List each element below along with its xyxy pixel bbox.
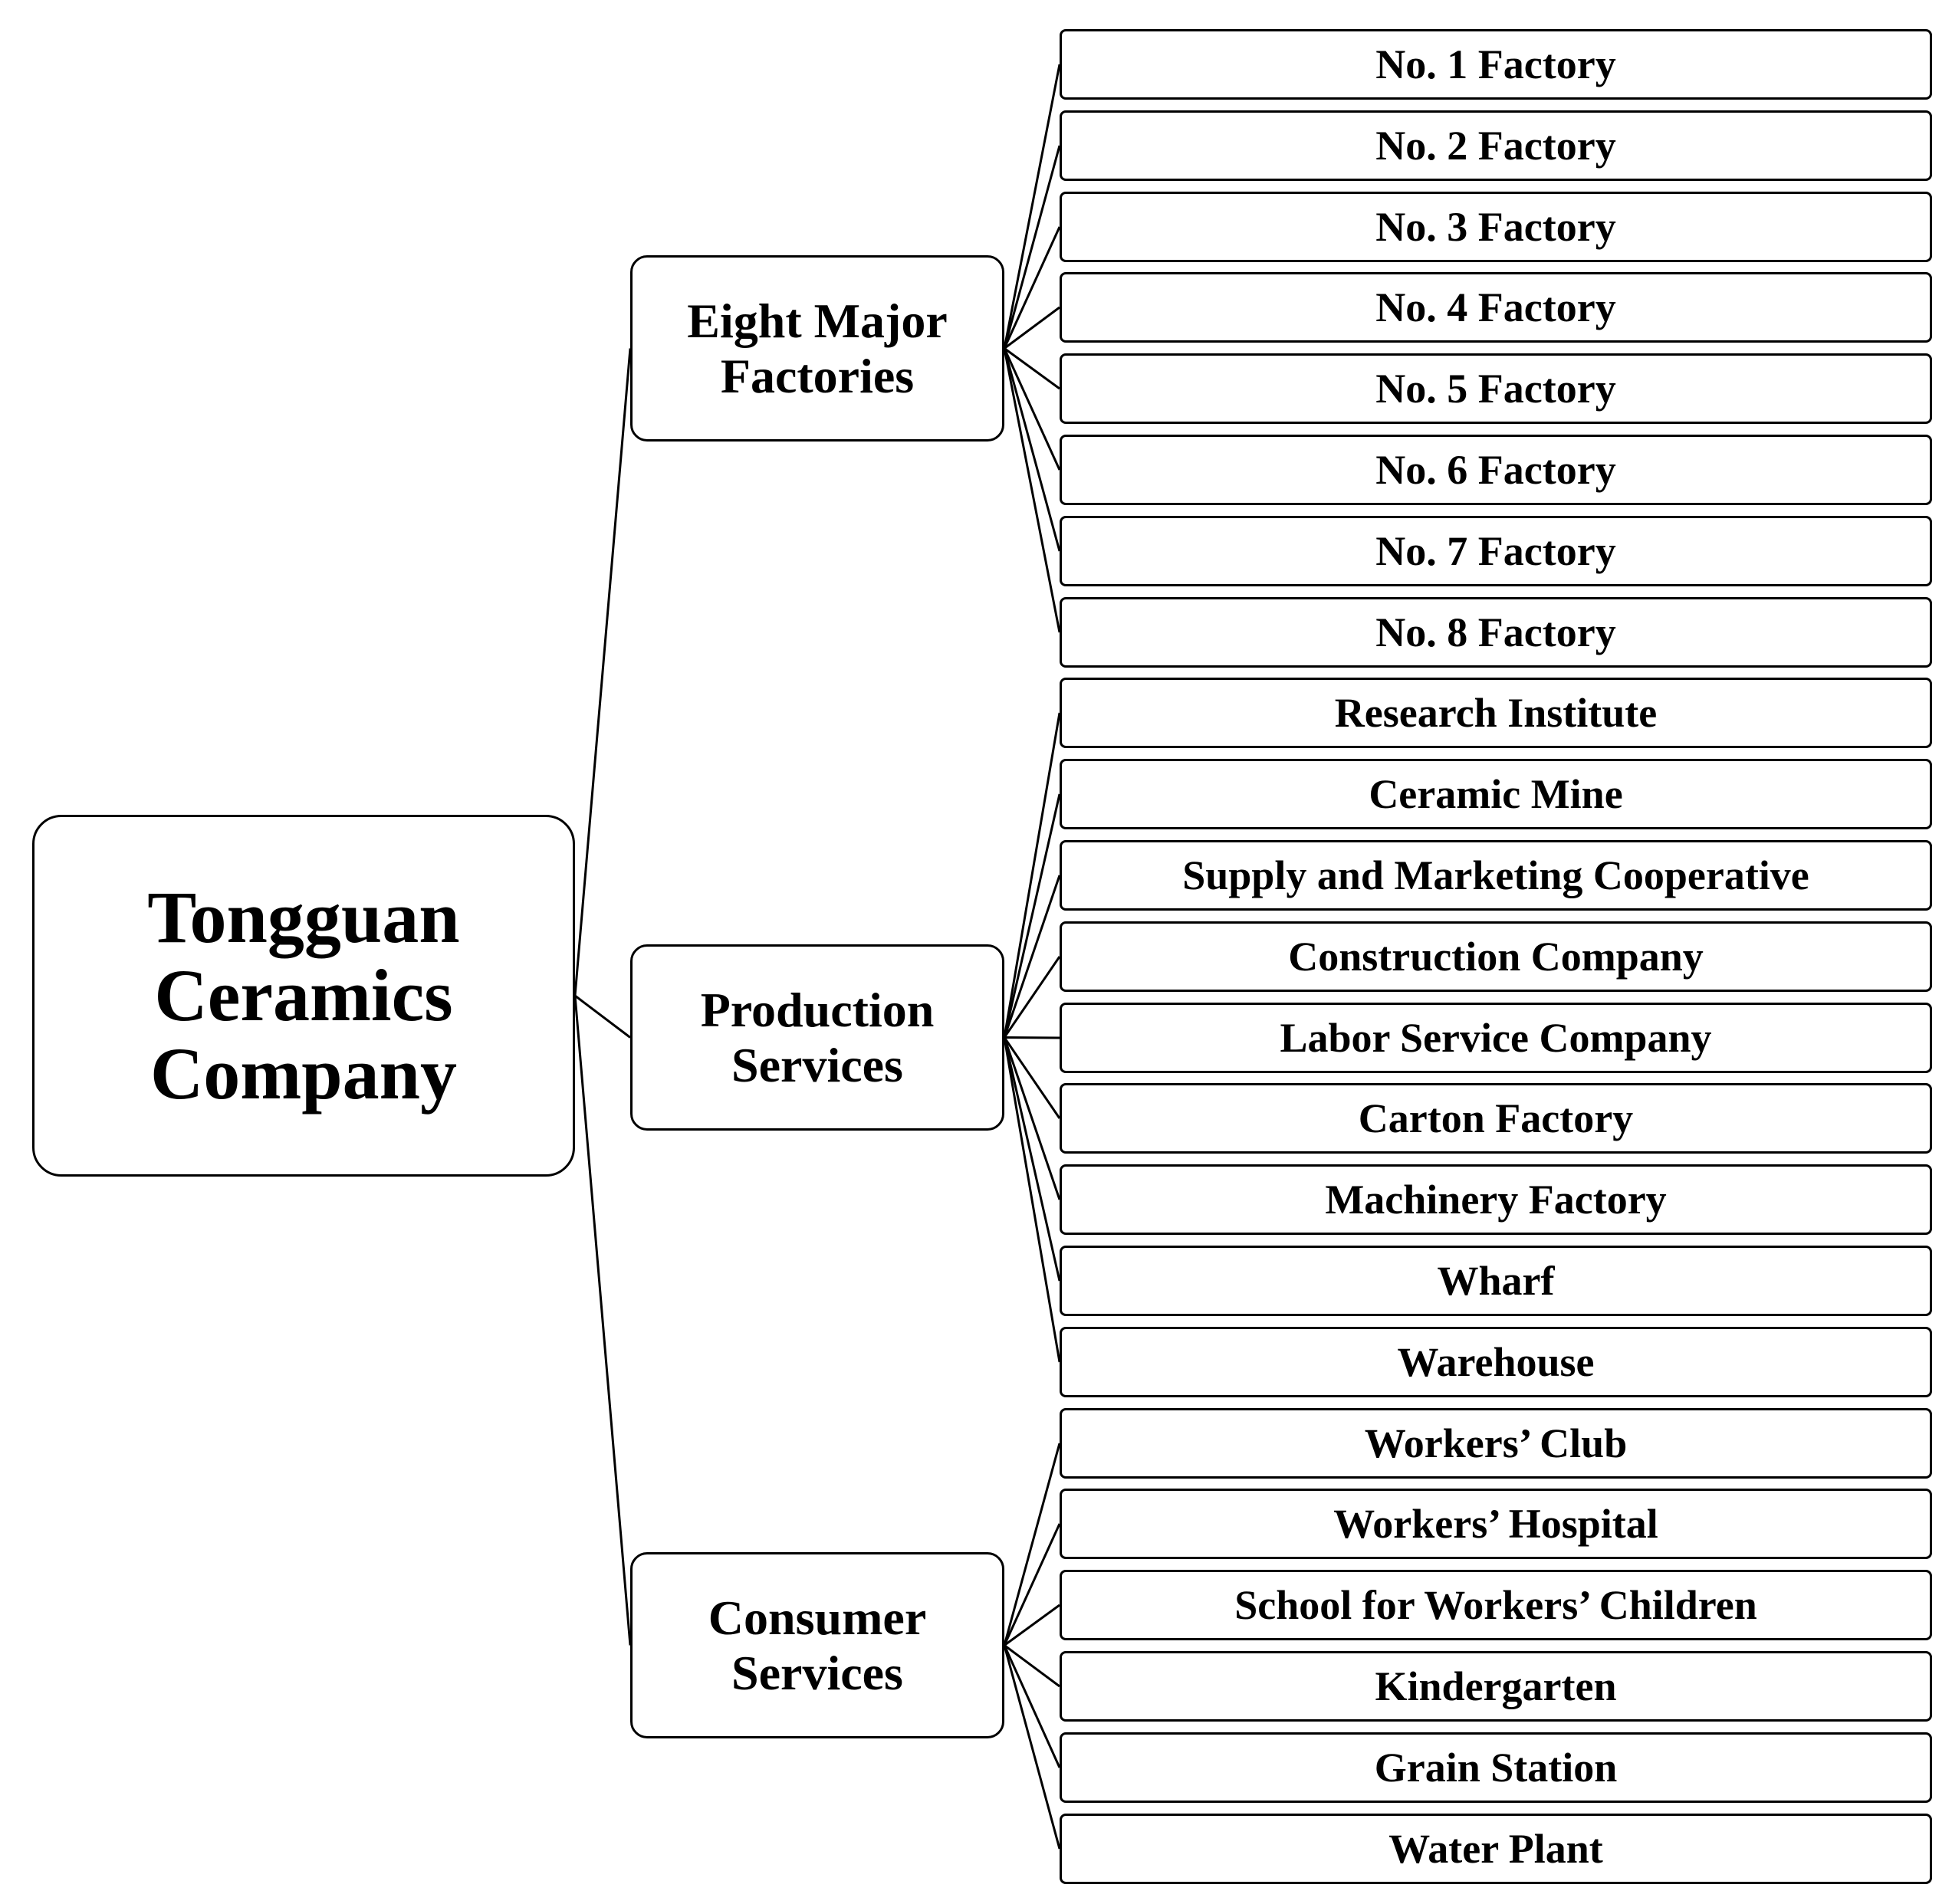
root-node-label: Tongguan Ceramics Company (147, 876, 460, 1114)
root-node-tongguan-ceramics-company: Tongguan Ceramics Company (32, 815, 575, 1177)
leaf-node: Water Plant (1060, 1814, 1932, 1884)
group-node-label: Eight Major Factories (687, 293, 948, 403)
connector-group-to-leaf (1003, 348, 1061, 552)
leaf-node: Construction Company (1060, 921, 1932, 992)
connector-group-to-leaf (1003, 347, 1061, 471)
connector-group-to-leaf (1003, 348, 1061, 633)
connector-group-to-leaf (1003, 793, 1061, 1038)
connector-group-to-leaf (1003, 1037, 1061, 1363)
group-node-eight-major-factories: Eight Major Factories (630, 255, 1004, 442)
leaf-node: No. 6 Factory (1060, 435, 1932, 505)
connector-group-to-leaf (1003, 1523, 1061, 1646)
leaf-node-label: No. 4 Factory (1375, 284, 1616, 330)
leaf-node: Workers’ Club (1060, 1408, 1932, 1479)
leaf-node-label: Construction Company (1288, 934, 1704, 980)
leaf-node: Labor Service Company (1060, 1003, 1932, 1073)
leaf-node: Grain Station (1060, 1732, 1932, 1803)
leaf-node-label: Labor Service Company (1280, 1015, 1712, 1061)
connector-group-to-leaf (1004, 1604, 1060, 1646)
connector-group-to-leaf (1003, 226, 1061, 350)
leaf-node: No. 1 Factory (1060, 29, 1932, 100)
connector-group-to-leaf (1003, 712, 1061, 1038)
leaf-node-label: No. 7 Factory (1375, 528, 1616, 574)
leaf-node-label: School for Workers’ Children (1234, 1582, 1757, 1628)
connector-group-to-leaf (1003, 1036, 1061, 1119)
group-node-production-services: Production Services (630, 944, 1004, 1131)
leaf-node: No. 4 Factory (1060, 272, 1932, 343)
connector-group-to-leaf (1003, 145, 1061, 349)
connector-root-to-group (573, 348, 632, 996)
leaf-node: School for Workers’ Children (1060, 1570, 1932, 1640)
leaf-node: Workers’ Hospital (1060, 1489, 1932, 1559)
leaf-node: No. 8 Factory (1060, 597, 1932, 668)
connector-root-to-group (574, 994, 631, 1039)
leaf-node-label: Research Institute (1334, 690, 1658, 736)
connector-group-to-leaf (1003, 1037, 1061, 1282)
leaf-node: Ceramic Mine (1060, 759, 1932, 829)
leaf-node-label: No. 3 Factory (1375, 204, 1616, 250)
connector-group-to-leaf (1003, 956, 1061, 1039)
leaf-node-label: Grain Station (1374, 1745, 1618, 1791)
leaf-node-label: Workers’ Hospital (1333, 1501, 1658, 1547)
connector-group-to-leaf (1003, 1037, 1061, 1200)
connector-group-to-leaf (1003, 875, 1061, 1038)
leaf-node-label: Water Plant (1388, 1826, 1603, 1872)
leaf-node: Research Institute (1060, 678, 1932, 748)
leaf-node-label: Kindergarten (1375, 1663, 1617, 1709)
leaf-node-label: Workers’ Club (1364, 1420, 1628, 1466)
leaf-node-label: No. 2 Factory (1375, 123, 1616, 169)
leaf-node: No. 7 Factory (1060, 516, 1932, 586)
leaf-node: No. 2 Factory (1060, 110, 1932, 181)
connector-group-to-leaf (1004, 1036, 1060, 1039)
leaf-node: No. 3 Factory (1060, 192, 1932, 262)
leaf-node-label: Machinery Factory (1325, 1177, 1667, 1223)
connector-group-to-leaf (1004, 347, 1060, 390)
leaf-node-label: No. 6 Factory (1375, 447, 1616, 493)
group-node-label: Consumer Services (708, 1590, 927, 1700)
leaf-node-label: Wharf (1437, 1258, 1555, 1304)
connector-group-to-leaf (1003, 1443, 1061, 1646)
leaf-node-label: No. 8 Factory (1375, 609, 1616, 655)
leaf-node: Carton Factory (1060, 1083, 1932, 1154)
connector-root-to-group (573, 995, 632, 1646)
leaf-node: Wharf (1060, 1246, 1932, 1316)
connector-group-to-leaf (1003, 1645, 1061, 1850)
group-node-consumer-services: Consumer Services (630, 1552, 1004, 1738)
connector-group-to-leaf (1003, 1644, 1061, 1768)
leaf-node-label: Carton Factory (1358, 1095, 1634, 1141)
leaf-node: Kindergarten (1060, 1651, 1932, 1722)
leaf-node-label: Supply and Marketing Cooperative (1182, 852, 1809, 898)
connector-group-to-leaf (1004, 1644, 1060, 1688)
leaf-node-label: Warehouse (1397, 1339, 1595, 1385)
leaf-node-label: No. 5 Factory (1375, 366, 1616, 412)
connector-group-to-leaf (1004, 306, 1060, 350)
leaf-node: Warehouse (1060, 1327, 1932, 1397)
leaf-node-label: No. 1 Factory (1375, 41, 1616, 87)
group-node-label: Production Services (700, 982, 935, 1092)
connector-group-to-leaf (1003, 64, 1061, 349)
leaf-node: No. 5 Factory (1060, 353, 1932, 424)
leaf-node: Supply and Marketing Cooperative (1060, 840, 1932, 911)
leaf-node-label: Ceramic Mine (1369, 771, 1623, 817)
leaf-node: Machinery Factory (1060, 1164, 1932, 1235)
